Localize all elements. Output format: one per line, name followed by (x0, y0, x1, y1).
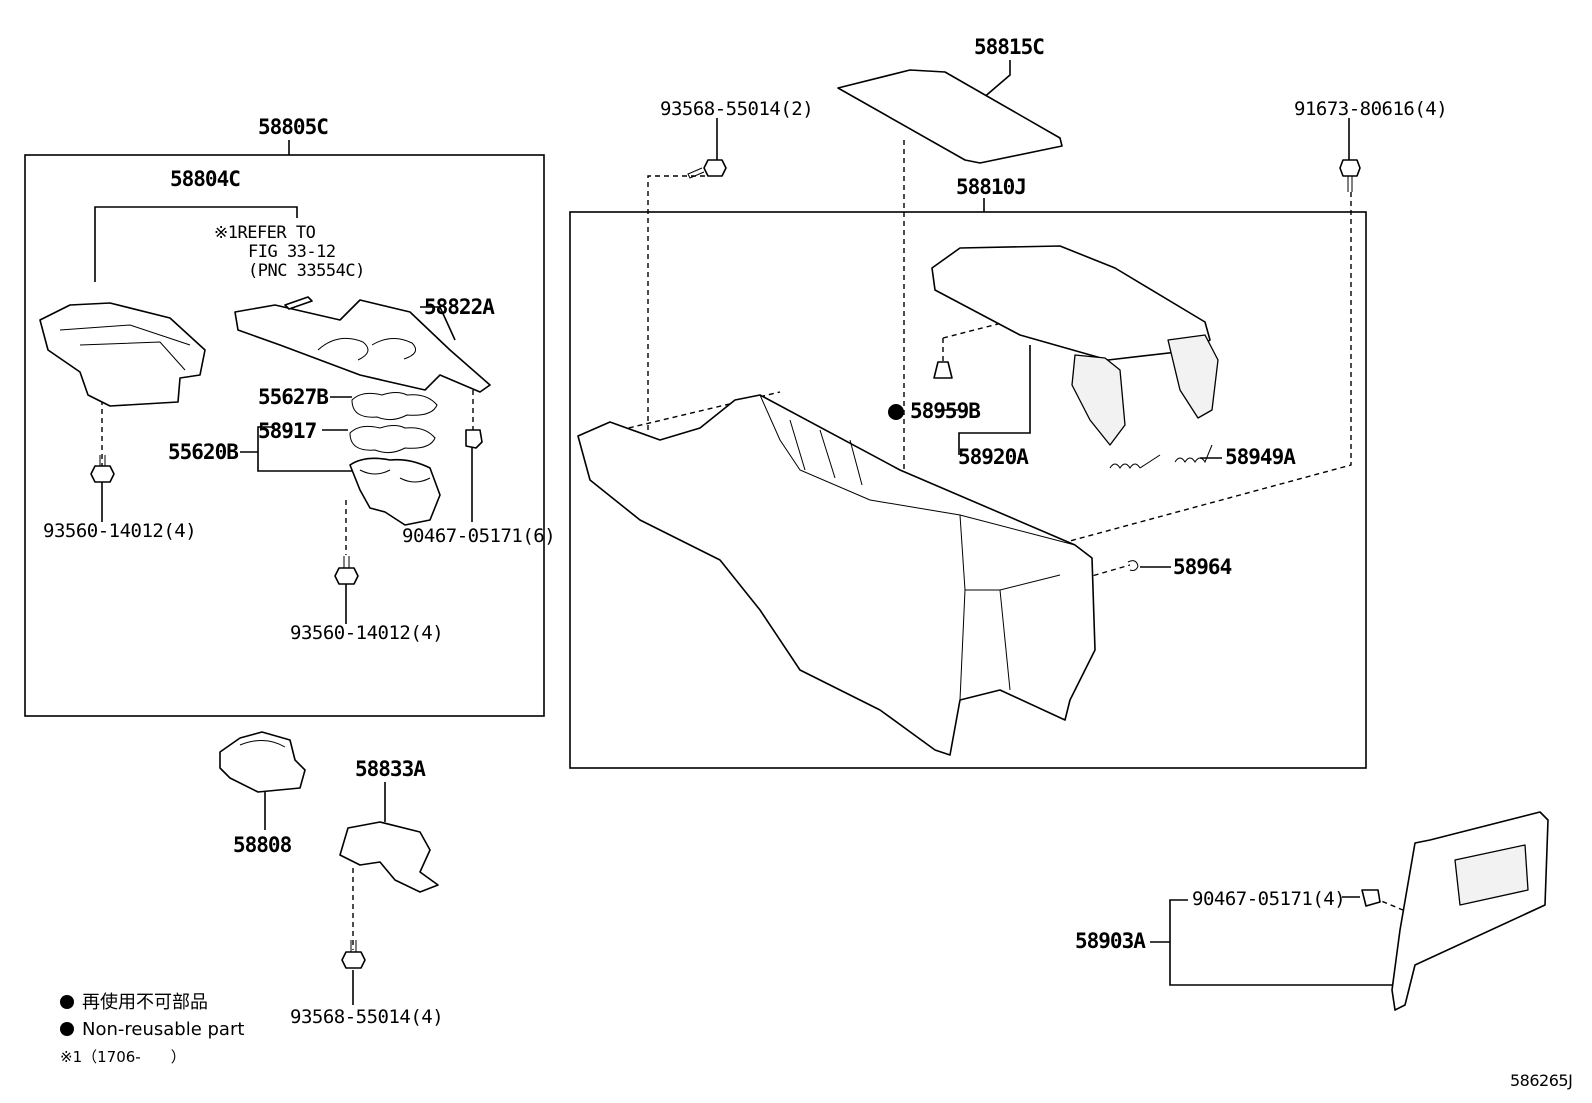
label-58822A: 58822A (424, 295, 495, 319)
label-90467-05171-b: 90467-05171(4) (1192, 888, 1346, 910)
part-clip-90467b (1361, 889, 1381, 907)
legend-jp: 再使用不可部品 (60, 992, 208, 1014)
leader-58903A (1150, 899, 1395, 986)
label-58903A: 58903A (1075, 929, 1146, 953)
legend-dot-icon (60, 995, 74, 1009)
part-screw-93560b (334, 556, 359, 585)
legend-note: ※1（1706- ） (60, 1048, 186, 1066)
label-58833A: 58833A (355, 757, 426, 781)
part-58903A-panel (1391, 811, 1549, 1011)
part-bolt-93568a (687, 159, 727, 179)
legend-dot-icon (60, 1022, 74, 1036)
box-58810J (569, 211, 1367, 769)
part-58808-knob (219, 731, 306, 793)
legend-jp-text: 再使用不可部品 (82, 992, 208, 1013)
label-93568-55014-a: 93568-55014(2) (660, 98, 814, 120)
assembly-dash-93568a (647, 175, 705, 430)
leader-58804C (94, 206, 298, 282)
part-55627B-gasket (351, 392, 438, 421)
part-58833A-bracket (339, 821, 439, 893)
label-91673-80616: 91673-80616(4) (1294, 98, 1448, 120)
label-93560-14012-b: 93560-14012(4) (290, 622, 444, 644)
label-58804C: 58804C (170, 167, 241, 191)
part-58920A-lid (931, 245, 1211, 361)
leader-55620B (240, 426, 355, 472)
legend-en: Non-reusable part (60, 1019, 244, 1041)
part-refer-piece (284, 296, 313, 310)
part-58815C-pad (837, 69, 1063, 164)
part-clip-90467a (465, 429, 483, 449)
label-55620B: 55620B (168, 440, 239, 464)
part-58949A-springs (1109, 444, 1213, 469)
figure-number: 586265J (1510, 1071, 1573, 1090)
leader-58822A (420, 306, 456, 341)
leader-58920A (937, 345, 1031, 455)
part-55620B-cupholder (349, 457, 441, 526)
part-58917-gasket (349, 425, 436, 454)
label-58808: 58808 (233, 833, 292, 857)
label-93560-14012-a: 93560-14012(4) (43, 520, 197, 542)
part-bolt-91673 (1339, 159, 1361, 192)
label-58805C: 58805C (258, 115, 329, 139)
label-93568-55014-b: 93568-55014(4) (290, 1006, 444, 1028)
part-58804C-tray (39, 302, 206, 407)
label-58959B: 58959B (910, 399, 981, 423)
part-58822A-panel (234, 299, 491, 393)
part-58964-clip (1127, 560, 1139, 571)
non-reusable-mark (888, 404, 904, 420)
label-refer-2: FIG 33-12 (248, 242, 336, 262)
label-58810J: 58810J (956, 175, 1027, 199)
box-58805C (24, 154, 545, 717)
label-58815C: 58815C (974, 35, 1045, 59)
part-58959B-clip (933, 361, 953, 379)
label-90467-05171-a: 90467-05171(6) (402, 525, 556, 547)
assembly-dash-58964 (1084, 564, 1131, 579)
label-58964: 58964 (1173, 555, 1232, 579)
label-55627B: 55627B (258, 385, 329, 409)
part-58810J-console (577, 394, 1096, 756)
label-58949A: 58949A (1225, 445, 1296, 469)
label-refer-3: (PNC 33554C) (248, 261, 365, 281)
legend-en-text: Non-reusable part (82, 1019, 245, 1040)
label-58917: 58917 (258, 419, 317, 443)
part-screw-93560a (90, 455, 115, 483)
label-refer-1: ※1REFER TO (214, 223, 316, 243)
part-screw-93568b (341, 940, 366, 969)
label-58920A: 58920A (958, 445, 1029, 469)
